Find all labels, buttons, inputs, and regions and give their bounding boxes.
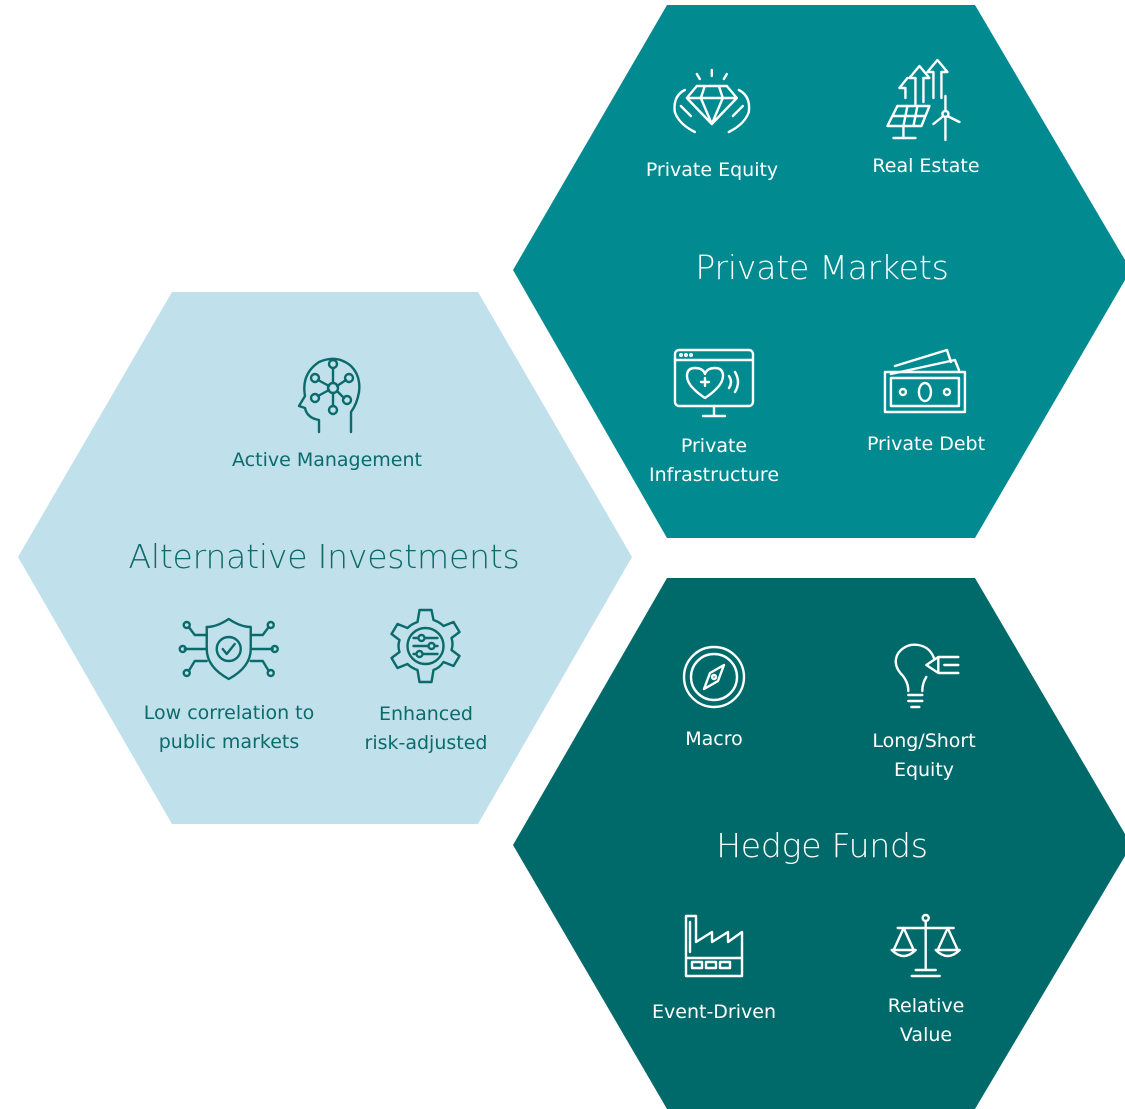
relative-value-label: Relative Value bbox=[887, 995, 965, 1046]
event-driven-label: Event-Driven bbox=[652, 1001, 776, 1023]
diamond-hands-icon bbox=[667, 66, 757, 136]
long-short-equity-item: Long/Short Equity bbox=[872, 641, 976, 785]
private-infrastructure-item: Private Infrastructure bbox=[649, 346, 779, 490]
factory-icon bbox=[680, 912, 748, 980]
solar-wind-growth-icon bbox=[881, 58, 971, 142]
banknotes-icon bbox=[881, 348, 971, 416]
shield-check-circuit-icon bbox=[177, 613, 281, 685]
real-estate-item: Real Estate bbox=[872, 58, 980, 181]
macro-label: Macro bbox=[685, 728, 743, 750]
long-short-equity-label: Long/Short Equity bbox=[872, 730, 976, 781]
monitor-health-icon bbox=[671, 346, 757, 420]
alternative-investments-title: Alternative Investments bbox=[128, 537, 520, 576]
event-driven-item: Event-Driven bbox=[652, 912, 776, 1027]
real-estate-label: Real Estate bbox=[872, 155, 980, 177]
macro-item: Macro bbox=[680, 643, 748, 754]
brain-network-icon bbox=[289, 352, 365, 436]
private-equity-item: Private Equity bbox=[646, 66, 778, 185]
low-correlation-label: Low correlation to public markets bbox=[143, 702, 315, 753]
balance-scale-icon bbox=[890, 910, 962, 980]
enhanced-risk-adjusted-label: Enhanced risk-adjusted bbox=[364, 703, 488, 754]
enhanced-risk-adjusted-item: Enhanced risk-adjusted bbox=[364, 606, 488, 758]
relative-value-item: Relative Value bbox=[887, 910, 965, 1050]
hedge-funds-title: Hedge Funds bbox=[716, 826, 928, 865]
gear-sliders-icon bbox=[384, 606, 468, 690]
active-management-item: Active Management bbox=[232, 352, 422, 475]
lightbulb-pen-icon bbox=[886, 641, 962, 713]
private-equity-label: Private Equity bbox=[645, 159, 779, 181]
low-correlation-item: Low correlation to public markets bbox=[143, 613, 315, 757]
compass-icon bbox=[680, 643, 748, 711]
private-debt-item: Private Debt bbox=[867, 348, 985, 459]
private-debt-label: Private Debt bbox=[866, 433, 986, 455]
private-markets-title: Private Markets bbox=[695, 248, 949, 287]
private-infrastructure-label: Private Infrastructure bbox=[648, 435, 780, 486]
active-management-label: Active Management bbox=[232, 449, 422, 471]
